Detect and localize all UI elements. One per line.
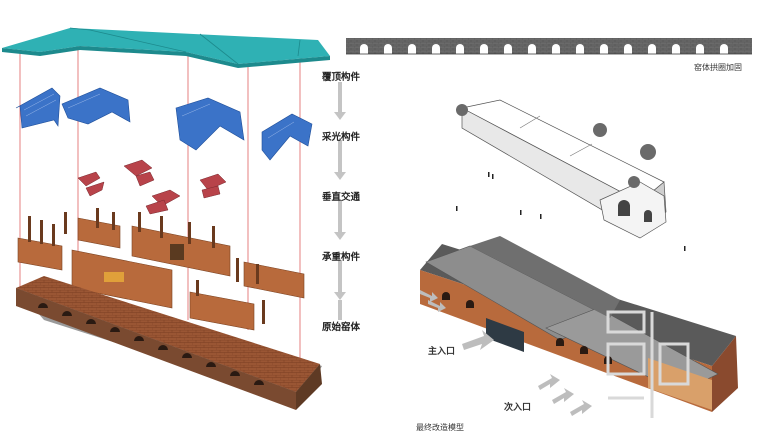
stair-layer [77,159,227,215]
watermark-logo-icon [606,310,690,418]
secondary-entrance-label: 次入口 [504,403,532,413]
light-layer [15,87,313,161]
arch-elevation [346,38,752,55]
layer-label-bearing: 承重构件 [322,252,361,263]
layer-label-roof: 覆顶构件 [322,72,361,83]
main-entrance-label: 主入口 [428,347,456,357]
caption-final-model: 最终改造模型 [416,423,464,432]
massing-model [456,99,686,251]
roof-layer [2,27,330,68]
entrance-arrows [420,290,592,416]
layer-label-vertical: 垂直交通 [322,192,361,203]
layer-label-original: 原始窑体 [322,322,361,333]
original-kiln [16,276,322,410]
layer-label-light: 采光构件 [322,132,361,143]
caption-arch-reinforcement: 窑体拱圈加固 [694,63,742,72]
bearing-layer [17,208,305,331]
final-model [420,236,738,416]
layer-arrows [334,82,346,320]
